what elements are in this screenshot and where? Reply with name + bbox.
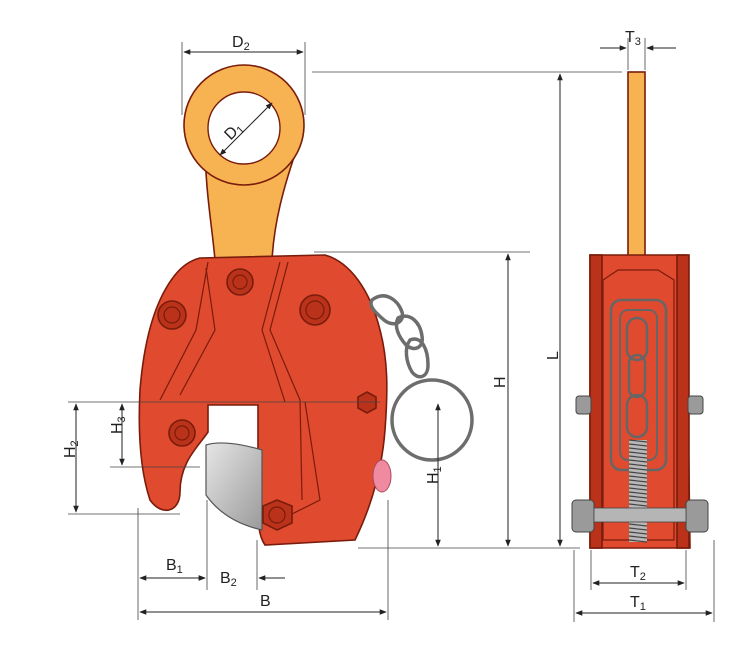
label-T2: T2 [630, 564, 646, 583]
side-bolt-upper-right-icon [687, 395, 704, 415]
side-bolt-upper-left-icon [575, 395, 592, 415]
bolt-top-inner [232, 274, 248, 290]
bolt-right-icon [299, 294, 331, 326]
body-seam-center-left [179, 267, 216, 396]
spring-body [629, 440, 647, 542]
hex-bolt-side-icon [357, 391, 377, 414]
spring-coil [628, 503, 648, 507]
label-H1: H1 [425, 466, 444, 484]
bolt-right-inner [305, 300, 325, 320]
dimension-lines [73, 45, 713, 616]
label-H: H [492, 376, 509, 388]
clamp-body [138, 254, 388, 546]
body-seam-left [159, 261, 209, 401]
spring-coil [628, 447, 648, 451]
spring-coil [628, 483, 648, 487]
side-center-cavity [602, 269, 675, 541]
label-B1: B1 [166, 557, 183, 576]
label-L: L [545, 351, 562, 360]
spring-coil [628, 527, 648, 531]
label-H2: H2 [62, 440, 81, 458]
bolt-top-icon [226, 268, 254, 296]
lifting-eye-hole [207, 91, 281, 165]
hex-bolt-bottom-inner [268, 506, 286, 524]
spring-coil [628, 471, 648, 475]
spring-coil [628, 455, 648, 459]
spring-coil [628, 495, 648, 499]
locking-pin [372, 459, 392, 493]
spring-coil [628, 475, 648, 479]
front-view [138, 64, 474, 546]
label-D2: D2 [232, 34, 250, 53]
spring-coil [628, 443, 648, 447]
pull-ring-chain [369, 294, 474, 462]
lifting-eye [183, 64, 305, 261]
spring-coil [628, 463, 648, 467]
spring-coil [628, 451, 648, 455]
body-seam-right [261, 261, 286, 403]
spring-coil [628, 487, 648, 491]
side-bolt-shaft [593, 507, 687, 523]
spring-coil [628, 439, 648, 443]
spring-coil [628, 523, 648, 527]
chain-link-2 [394, 314, 424, 351]
spring-coil [628, 499, 648, 503]
extension-lines [68, 38, 715, 622]
bolt-lower-left-icon [168, 419, 196, 447]
hex-bolt-bottom-icon [262, 499, 293, 531]
label-H3: H3 [109, 416, 128, 434]
bolt-lower-left-inner [174, 425, 190, 441]
pull-ring [390, 378, 474, 462]
side-chain-link-2 [627, 353, 647, 399]
side-bolt-lower-right-icon [685, 499, 709, 533]
bolt-left-inner [163, 306, 181, 324]
spring-coil [628, 467, 648, 471]
spring-coil [628, 531, 648, 535]
label-T3: T3 [625, 29, 641, 48]
side-chain-link-3 [625, 393, 649, 439]
dimension-labels: D2 D1 T3 L H H1 H2 H3 B1 B2 B [62, 29, 646, 613]
label-B: B [260, 593, 271, 610]
body-bolts [157, 268, 377, 531]
spring-coil [628, 539, 648, 543]
spring-coil [628, 479, 648, 483]
side-chain-link-1 [625, 316, 649, 362]
spring-coil [628, 491, 648, 495]
label-B2: B2 [220, 570, 237, 589]
bolt-left-icon [157, 300, 187, 330]
side-bolt-lower-left-icon [571, 499, 595, 533]
side-view [571, 71, 709, 549]
dim-line-D1 [219, 102, 273, 156]
jaw-pad [205, 442, 263, 531]
body-seam-center-right [269, 261, 303, 501]
cam-lever-outline [289, 401, 321, 516]
label-T1: T1 [630, 594, 646, 613]
chain-link-3 [404, 337, 430, 379]
spring-coil [628, 535, 648, 539]
spring-coil [628, 459, 648, 463]
side-spring [628, 439, 648, 543]
